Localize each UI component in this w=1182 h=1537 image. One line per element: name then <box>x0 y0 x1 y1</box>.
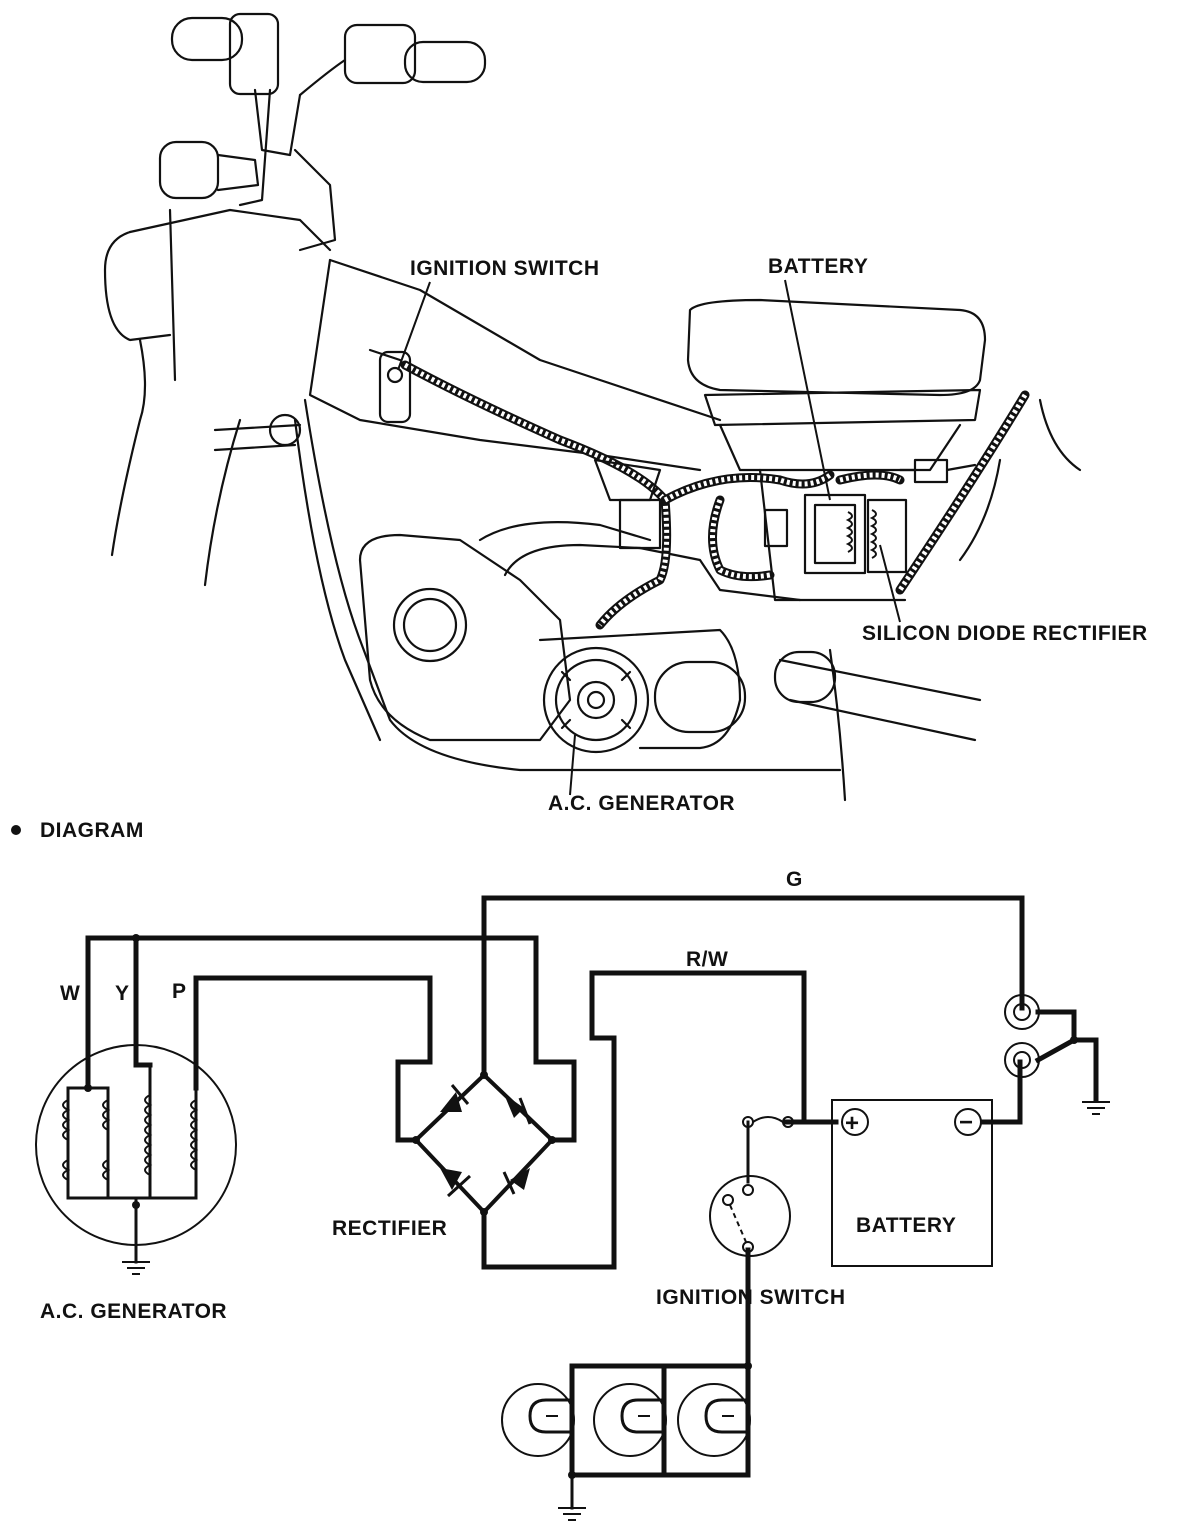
battery-unit <box>758 468 908 602</box>
label-schematic-ignition-switch: IGNITION SWITCH <box>656 1286 846 1309</box>
motorcycle-illustration: IGNITION SWITCH BATTERY SILICON DIODE RE… <box>103 12 1148 815</box>
label-silicon-diode-rectifier: SILICON DIODE RECTIFIER <box>862 622 1148 645</box>
wire-label-rw: R/W <box>686 948 728 971</box>
engine <box>358 521 982 802</box>
lamps <box>501 1383 751 1457</box>
label-battery: BATTERY <box>768 255 868 278</box>
wire-label-y: Y <box>115 982 130 1005</box>
label-schematic-battery: BATTERY <box>856 1214 956 1237</box>
wire-label-w: W <box>60 982 80 1005</box>
battery-minus-sign: − <box>959 1109 973 1136</box>
ac-generator-symbol <box>35 1044 237 1275</box>
seat <box>686 298 987 472</box>
label-ac-generator: A.C. GENERATOR <box>548 792 735 815</box>
wire-label-g: G <box>786 868 803 891</box>
ground-terminals <box>1004 994 1040 1078</box>
leg-shield <box>293 258 842 772</box>
connector <box>898 458 977 484</box>
diagram-heading: DIAGRAM <box>11 819 144 842</box>
rear-frame <box>895 390 1082 595</box>
rectifier-symbol <box>412 1071 556 1216</box>
label-schematic-generator: A.C. GENERATOR <box>40 1300 227 1323</box>
ignition-switch-symbol <box>709 1116 794 1257</box>
wires <box>85 895 1110 1521</box>
label-ignition-switch: IGNITION SWITCH <box>410 257 600 280</box>
label-schematic-rectifier: RECTIFIER <box>332 1217 447 1240</box>
schematic: + − W Y P G R/W A.C. GE <box>35 868 1110 1521</box>
leader-lines <box>397 279 901 796</box>
wiring-harness <box>368 348 905 630</box>
handlebar <box>158 12 487 252</box>
wire-label-p: P <box>172 980 187 1003</box>
bullet-icon <box>11 825 21 835</box>
battery-symbol: + − <box>831 1099 993 1267</box>
battery-plus-sign: + <box>845 1110 859 1137</box>
diagram-title: DIAGRAM <box>40 819 144 842</box>
front-fork <box>103 208 332 587</box>
